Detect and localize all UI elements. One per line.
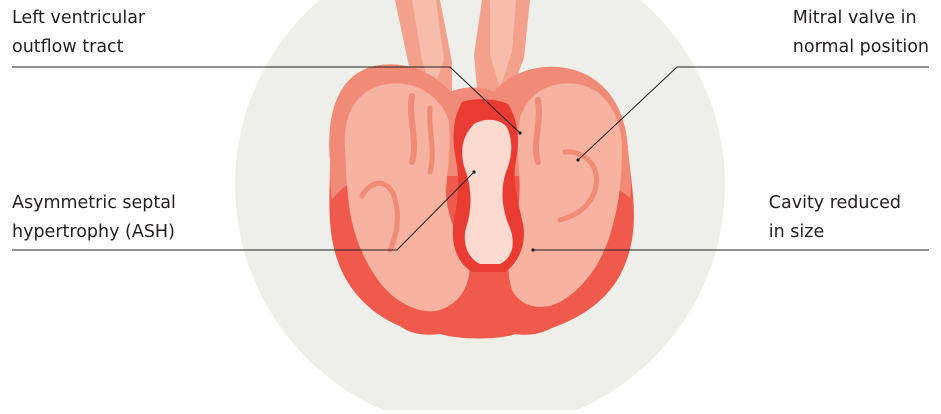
label-ash: Asymmetric septal hypertrophy (ASH)	[12, 189, 176, 247]
label-lvot-line1: Left ventricular	[12, 4, 145, 33]
label-cavity: Cavity reduced in size	[769, 189, 901, 247]
label-mitral: Mitral valve in normal position	[793, 4, 929, 62]
label-lvot: Left ventricular outflow tract	[12, 4, 145, 62]
label-ash-line1: Asymmetric septal	[12, 189, 176, 218]
label-cavity-line1: Cavity reduced	[769, 189, 901, 218]
vein-left-2	[430, 108, 433, 172]
vein-left-1	[411, 96, 414, 162]
label-mitral-line2: normal position	[793, 33, 929, 62]
dot-cavity	[531, 248, 534, 251]
label-cavity-line2: in size	[769, 218, 901, 247]
label-ash-line2: hypertrophy (ASH)	[12, 218, 176, 247]
dot-ash	[472, 170, 475, 173]
vein-right-1	[536, 100, 539, 162]
label-lvot-line2: outflow tract	[12, 33, 145, 62]
dot-mitral	[576, 158, 579, 161]
dot-lvot	[518, 131, 521, 134]
label-mitral-line1: Mitral valve in	[793, 4, 929, 33]
